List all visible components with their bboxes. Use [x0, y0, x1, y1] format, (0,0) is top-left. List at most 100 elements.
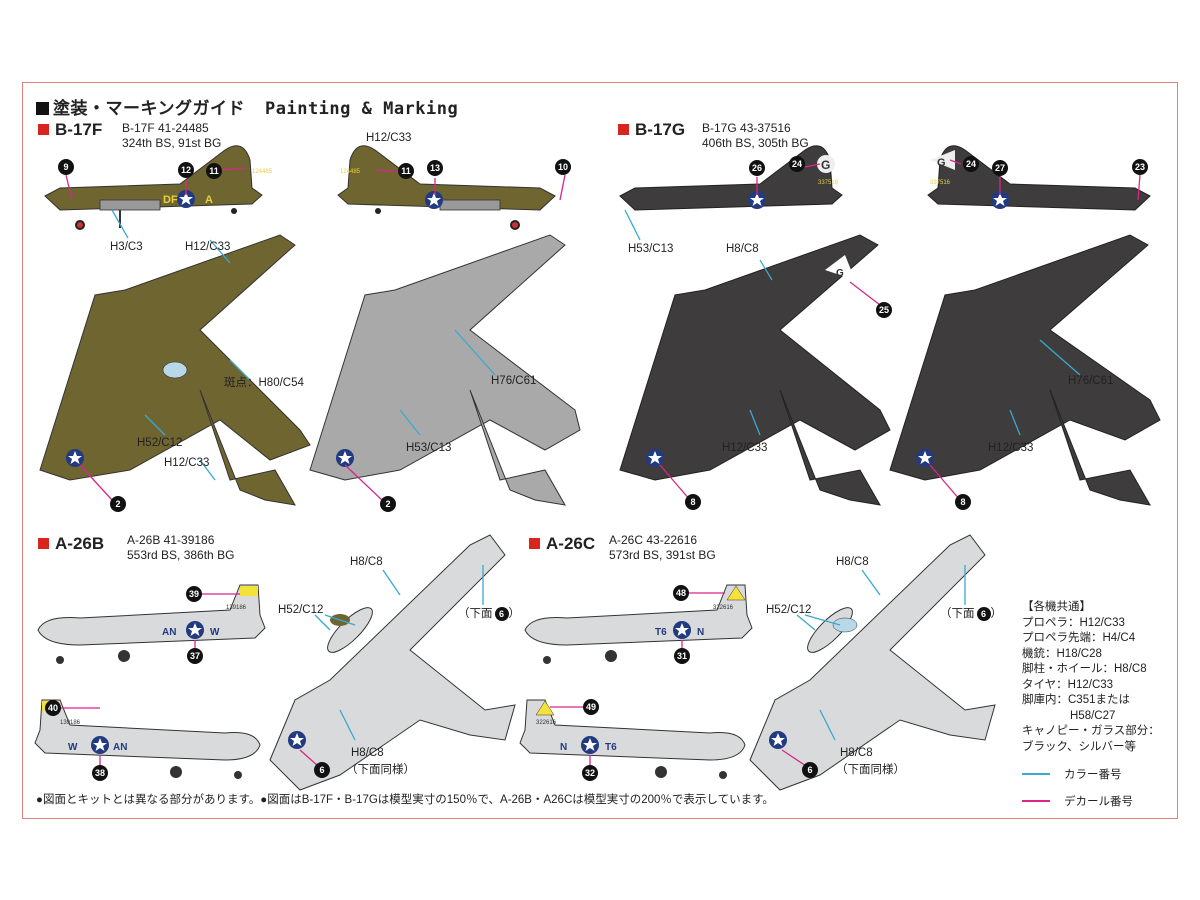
section-b17g: B-17G [618, 120, 685, 140]
serial: A-26C 43-22616 [609, 533, 698, 547]
label-h12c33: H12/C33 [722, 442, 768, 454]
decal-number-badge: 49 [583, 699, 599, 715]
common-line: ブラック、シルバー等 [1022, 740, 1136, 753]
unit: 573rd BS, 391st BG [609, 548, 716, 562]
label-h53c13: H53/C13 [406, 442, 452, 454]
decal-number-badge: 11 [398, 163, 414, 179]
decal-ref: 6 [494, 607, 509, 621]
code-letter: A [205, 194, 213, 206]
decal-number-badge: 8 [955, 494, 971, 510]
section-b17f: B-17F [38, 120, 102, 140]
b17g-side-right: G 337516 [927, 145, 1151, 211]
title-japanese: 塗装・マーキングガイド [53, 99, 245, 119]
common-line: プロペラ：H12/C33 [1022, 616, 1125, 629]
b17f-top-gray [309, 234, 581, 506]
title-square-icon [36, 102, 49, 115]
code-text: T6 [605, 742, 617, 753]
tail-serial: 139186 [60, 720, 81, 726]
label-h52c12: H52/C12 [137, 437, 183, 449]
label-h53c13: H53/C13 [628, 243, 674, 255]
serial: A-26B 41-39186 [127, 533, 215, 547]
decal-number-badge: 2 [380, 496, 396, 512]
label-h3c3: H3/C3 [110, 241, 143, 253]
underside-text: （下面 [940, 608, 975, 620]
decal-number-badge: 12 [178, 162, 194, 178]
label-camo: 斑点：H80/C54 [224, 377, 304, 389]
code-letter: N [697, 627, 704, 638]
title-english: Painting & Marking [265, 99, 459, 119]
unit: 406th BS, 305th BG [702, 136, 809, 150]
label-h8c8: H8/C8 [351, 747, 384, 759]
legend-decal-swatch [1022, 800, 1050, 802]
a26b-top [269, 534, 516, 791]
label-h8c8: H8/C8 [350, 556, 383, 568]
legend-decal-label: デカール番号 [1064, 796, 1133, 808]
label-same-underside: （下面同様） [346, 764, 415, 776]
decal-number-badge: 2 [110, 496, 126, 512]
common-line: 脚柱・ホイール：H8/C8 [1022, 663, 1147, 675]
decal-number-badge: 23 [1132, 159, 1148, 175]
decal-number-badge: 32 [582, 765, 598, 781]
label-h76c61: H76/C61 [491, 375, 537, 387]
a26c-side-bottom: N T6 322616 [519, 699, 746, 779]
tail-serial: 337516 [930, 180, 951, 186]
decal-number-badge: 31 [674, 648, 690, 664]
section-name: B-17F [55, 120, 103, 139]
section-name: B-17G [635, 120, 686, 139]
section-a26b: A-26B [38, 534, 104, 554]
tail-serial: 124485 [252, 169, 273, 175]
decal-number-badge: 48 [673, 585, 689, 601]
common-line: キャノピー・ガラス部分： [1022, 725, 1160, 737]
decal-number-badge: 37 [187, 648, 203, 664]
color-leaders [111, 209, 1081, 741]
decal-number-badge: 6 [802, 762, 818, 778]
section-name: A-26B [55, 534, 105, 553]
unit: 324th BS, 91st BG [122, 136, 222, 150]
section-a26c: A-26C [529, 534, 595, 554]
b17f-side-right: 124485 [337, 145, 556, 230]
label-h76c61: H76/C61 [1068, 375, 1114, 387]
section-marker-icon [38, 538, 49, 549]
label-h52c12: H52/C12 [278, 604, 324, 616]
decal-number-badge: 24 [963, 156, 979, 172]
section-name: A-26C [546, 534, 596, 553]
tail-serial: 337516 [818, 180, 839, 186]
section-marker-icon [618, 124, 629, 135]
decal-ref: 6 [976, 607, 991, 621]
page-frame [22, 82, 1178, 819]
label-h12c33: H12/C33 [366, 132, 412, 144]
decal-number-badge: 26 [749, 160, 765, 176]
label-h8c8: H8/C8 [840, 747, 873, 759]
footnote: ●図面とキットとは異なる部分があります。●図面はB-17F・B-17Gは模型実寸… [36, 794, 774, 806]
decal-number-badge: 27 [992, 160, 1008, 176]
legend-color-label: カラー番号 [1064, 769, 1122, 781]
decal-number-badge: 13 [427, 160, 443, 176]
tail-serial: 322616 [713, 605, 734, 611]
common-line: 機銃：H18/C28 [1022, 647, 1102, 660]
common-colors-box: 【各機共通】 プロペラ：H12/C33 プロペラ先端：H4/C4 機銃：H18/… [1022, 600, 1160, 755]
decal-number-badge: 8 [685, 494, 701, 510]
code-text: AN [162, 627, 176, 638]
tail-serial: 322616 [536, 720, 557, 726]
serial: B-17G 43-37516 [702, 121, 791, 135]
b17f-top-olive [39, 234, 311, 506]
legend-color-swatch [1022, 773, 1050, 775]
tail-letter: G [821, 158, 830, 172]
unit: 553rd BS, 386th BG [127, 548, 235, 562]
a26b-side-top: AN W 139186 [37, 584, 266, 664]
label-h52c12: H52/C12 [766, 604, 812, 616]
tail-serial: 124485 [340, 169, 361, 175]
code-text: T6 [655, 627, 667, 638]
code-letter: W [68, 742, 78, 753]
decal-number-badge: 24 [789, 156, 805, 172]
section-marker-icon [38, 124, 49, 135]
code-text: DF [163, 194, 178, 206]
common-line: H58/C27 [1070, 709, 1116, 722]
decal-number-badge: 9 [58, 159, 74, 175]
common-line: 脚庫内：C351または [1022, 694, 1130, 706]
